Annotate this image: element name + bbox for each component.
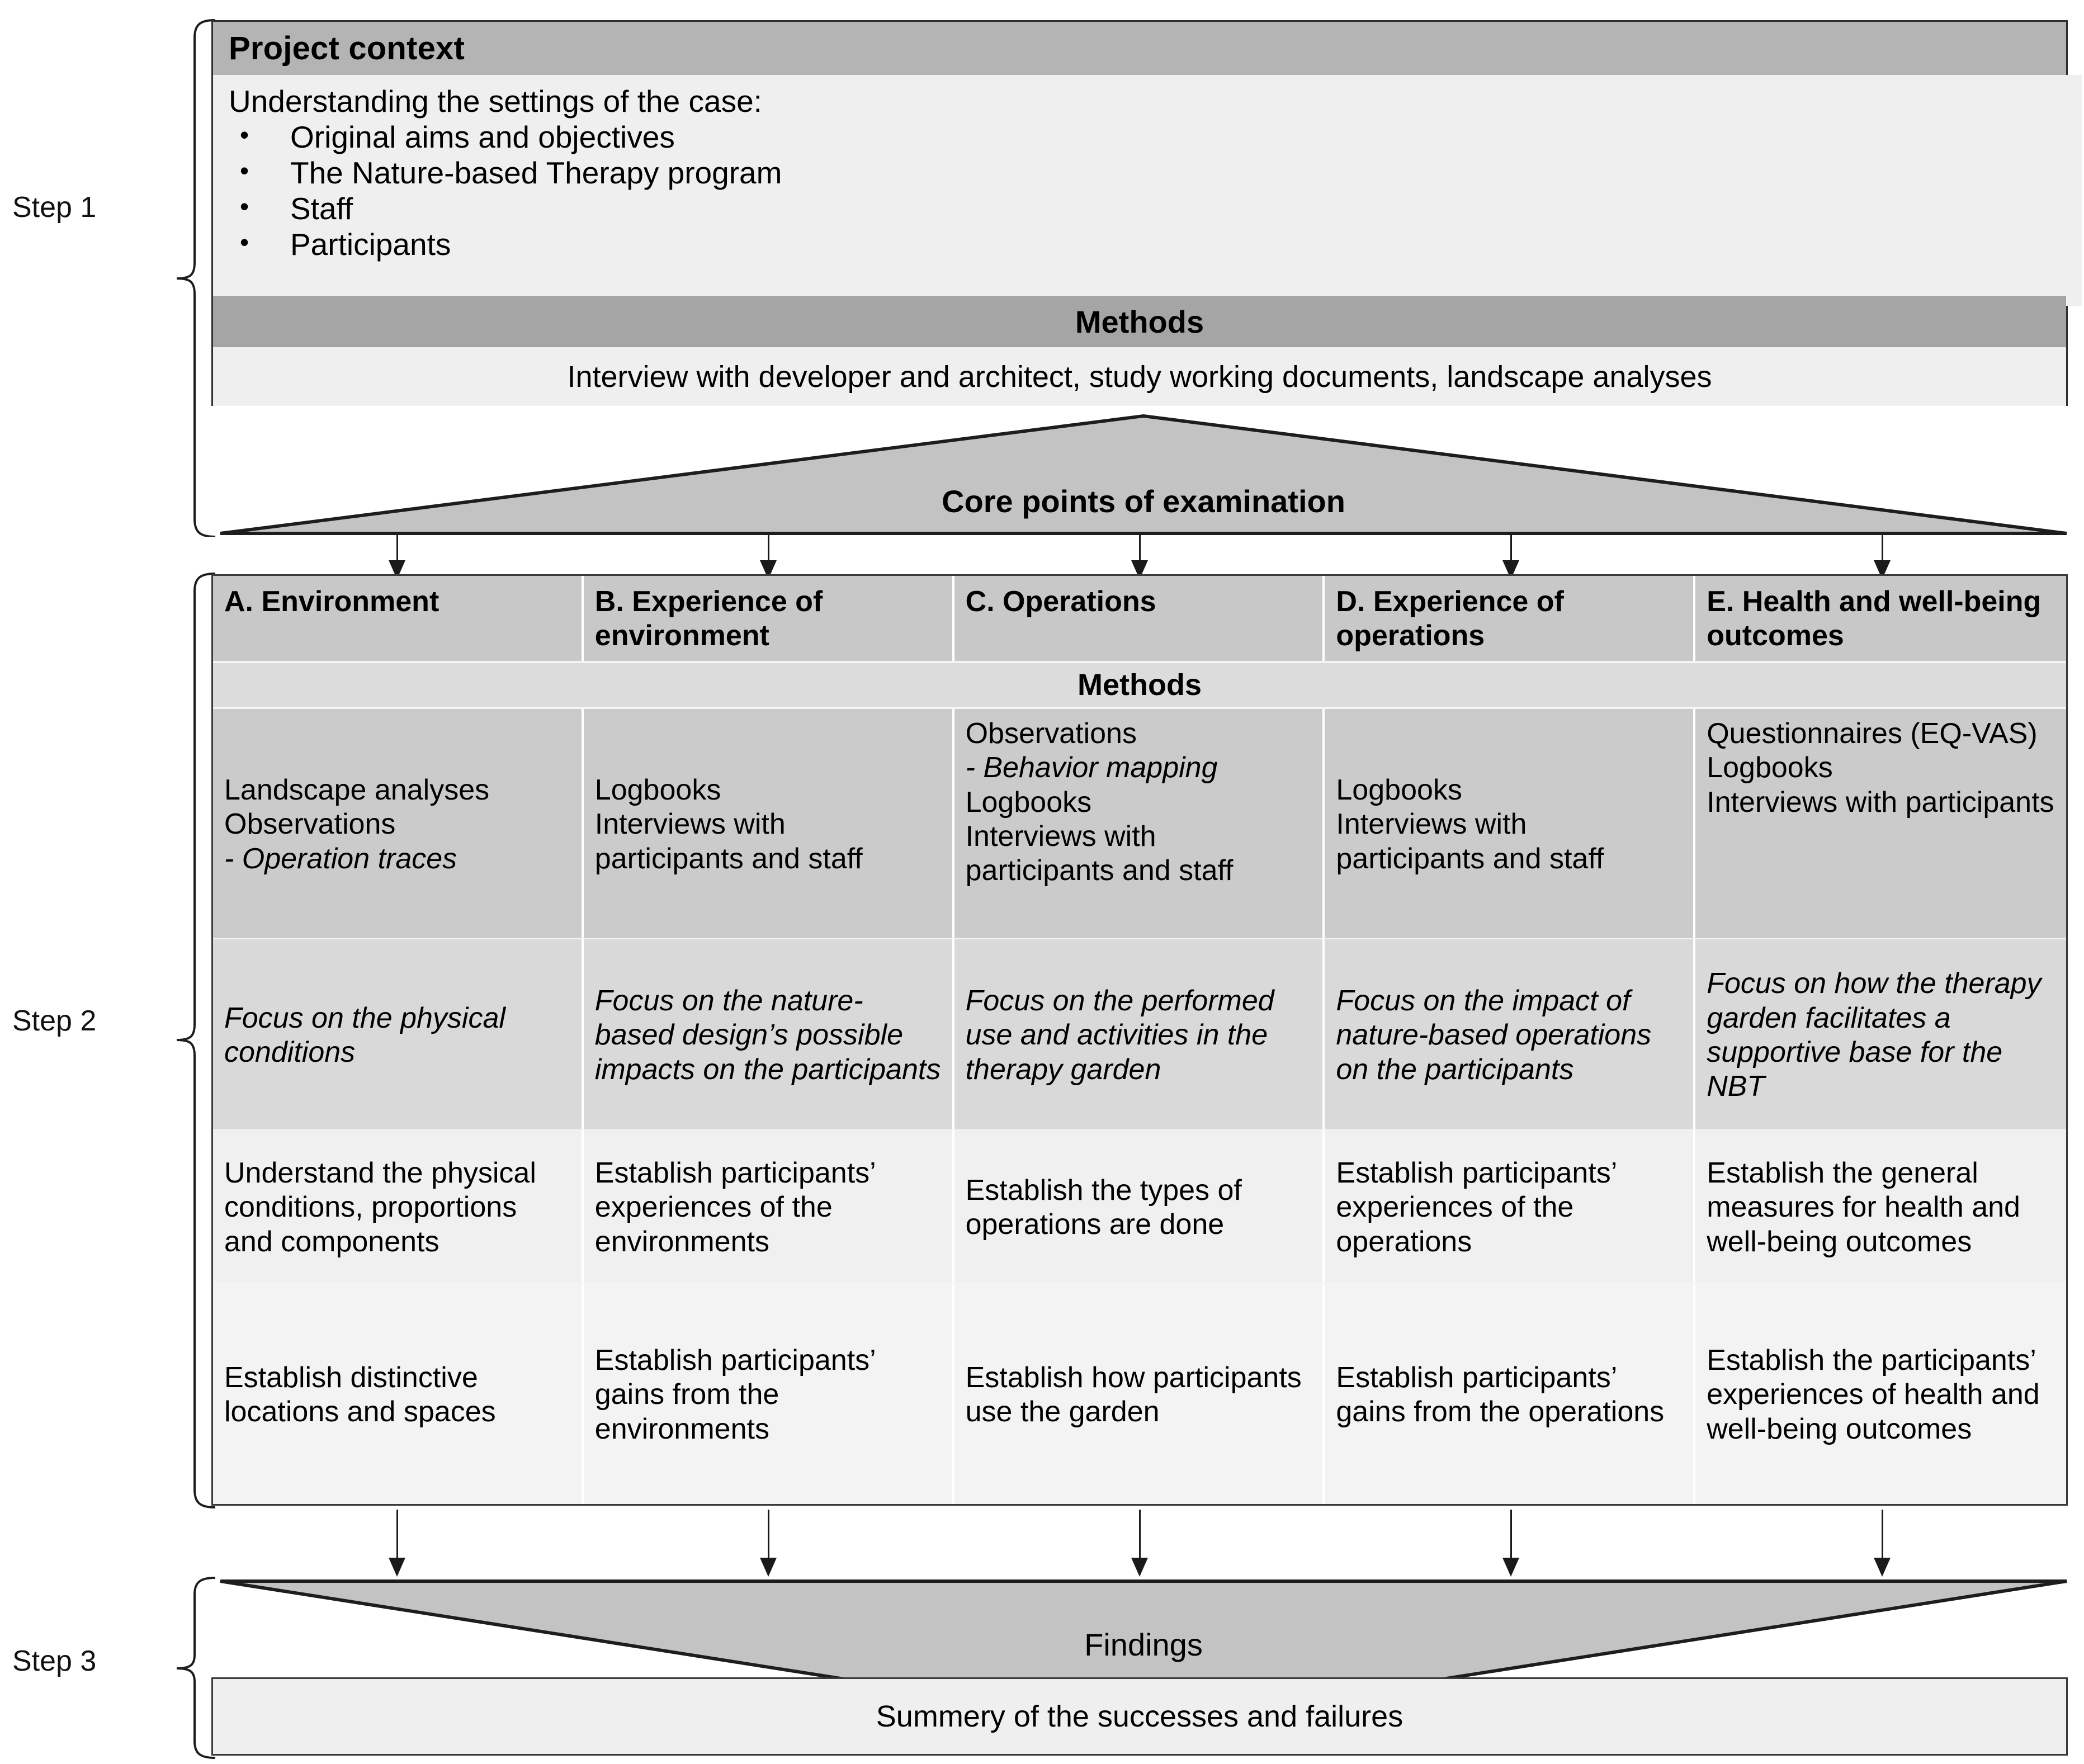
list-item: Original aims and objectives: [229, 119, 2082, 155]
table-cell-aim2-d: Establish participants’ gains from the o…: [1325, 1284, 1696, 1504]
table-cell-aim2-e: Establish the participants’ experiences …: [1695, 1284, 2066, 1504]
arrow-shaft-e: [1882, 534, 1883, 566]
list-item: Staff: [229, 190, 2082, 227]
column-header-b: B. Experience of environment: [583, 576, 954, 661]
step1-methods-body: Interview with developer and architect, …: [213, 347, 2066, 406]
project-context-box: Project context Understanding the settin…: [211, 20, 2082, 406]
table-cell-methods-c: Observations - Behavior mapping Logbooks…: [954, 709, 1325, 938]
summary-text: Summery of the successes and failures: [876, 1700, 1403, 1733]
table-cell-aim1-c: Establish the types of operations are do…: [954, 1131, 1325, 1283]
project-context-title: Project context: [229, 30, 465, 67]
method-line: Interviews with participants and staff: [594, 808, 863, 875]
table-cell-focus-e: Focus on how the therapy garden facilita…: [1695, 939, 2066, 1129]
table-cell-focus-d: Focus on the impact of nature-based oper…: [1325, 939, 1696, 1129]
findings-triangle: Findings: [218, 1578, 2069, 1728]
arrow-shaft-d: [1510, 534, 1512, 566]
project-context-lead: Understanding the settings of the case:: [229, 84, 762, 119]
arrow-shaft-b: [768, 534, 769, 566]
method-line: - Operation traces: [224, 842, 457, 875]
core-points-triangle: Core points of examination: [218, 414, 2069, 536]
column-header-c: C. Operations: [954, 576, 1325, 661]
arrow-shaft-a: [396, 534, 398, 566]
method-line: Logbooks: [965, 786, 1092, 819]
method-line: - Behavior mapping: [965, 751, 1218, 784]
list-item: The Nature-based Therapy program: [229, 154, 2082, 191]
step1-methods-heading: Methods: [1075, 304, 1204, 339]
arrow2-shaft-d: [1510, 1510, 1512, 1559]
table-cell-methods-e: Questionnaires (EQ-VAS) Logbooks Intervi…: [1695, 709, 2066, 938]
table-cell-focus-b: Focus on the nature-based design’s possi…: [583, 939, 954, 1129]
arrow2-head-a: [389, 1558, 405, 1577]
method-line: Questionnaires (EQ-VAS): [1707, 717, 2038, 750]
project-context-body: Understanding the settings of the case: …: [213, 75, 2082, 306]
method-line: Landscape analyses: [224, 773, 490, 806]
core-points-triangle-shape: [220, 414, 2067, 535]
arrow2-head-d: [1502, 1558, 1519, 1577]
list-item: Participants: [229, 226, 2082, 263]
findings-triangle-shape: [220, 1579, 2067, 1728]
arrow2-head-c: [1131, 1558, 1148, 1577]
step-2-bracket: [176, 573, 216, 1508]
table-cell-aim1-a: Understand the physical conditions, prop…: [213, 1131, 584, 1283]
table-methods-row: Landscape analyses Observations - Operat…: [213, 709, 2066, 938]
step-3-bracket: [176, 1577, 216, 1759]
arrow2-shaft-e: [1882, 1510, 1883, 1559]
table-methods-band-label: Methods: [213, 663, 2066, 707]
step1-methods-heading-band: Methods: [213, 296, 2066, 347]
table-cell-aim2-c: Establish how participants use the garde…: [954, 1284, 1325, 1504]
method-line: Interviews with participants and staff: [965, 820, 1234, 887]
method-line: Logbooks: [1707, 751, 1833, 784]
method-line: Interviews with participants: [1707, 786, 2054, 819]
project-context-bullet-list: Original aims and objectives The Nature-…: [229, 119, 2082, 263]
table-methods-band-row: Methods: [213, 663, 2066, 707]
step-1-label: Step 1: [12, 191, 97, 224]
table-header-row: A. Environment B. Experience of environm…: [213, 576, 2066, 661]
step-1-bracket: [176, 19, 216, 537]
method-line: Logbooks: [594, 773, 721, 806]
findings-label: Findings: [1084, 1627, 1203, 1662]
method-line: Observations: [965, 717, 1137, 750]
table-cell-aim2-b: Establish participants’ gains from the e…: [583, 1284, 954, 1504]
table-aim1-row: Understand the physical conditions, prop…: [213, 1131, 2066, 1283]
arrow2-shaft-a: [396, 1510, 398, 1559]
core-points-label: Core points of examination: [942, 484, 1345, 519]
step-2-label: Step 2: [12, 1005, 97, 1037]
method-line: Logbooks: [1336, 773, 1462, 806]
step1-methods-text: Interview with developer and architect, …: [567, 360, 1712, 394]
summary-box: Summery of the successes and failures: [211, 1677, 2068, 1756]
column-header-e: E. Health and well-being outcomes: [1695, 576, 2066, 661]
table-cell-aim1-b: Establish participants’ experiences of t…: [583, 1131, 954, 1283]
table-cell-methods-d: Logbooks Interviews with participants an…: [1325, 709, 1696, 938]
arrow-shaft-c: [1139, 534, 1141, 566]
table-focus-row: Focus on the physical conditions Focus o…: [213, 939, 2066, 1129]
table-cell-aim1-e: Establish the general measures for healt…: [1695, 1131, 2066, 1283]
arrow2-shaft-b: [768, 1510, 769, 1559]
core-points-table: A. Environment B. Experience of environm…: [211, 574, 2068, 1506]
method-line: Interviews with participants and staff: [1336, 808, 1604, 875]
method-line: Observations: [224, 808, 396, 841]
table-cell-aim1-d: Establish participants’ experiences of t…: [1325, 1131, 1696, 1283]
table-cell-methods-a: Landscape analyses Observations - Operat…: [213, 709, 584, 938]
arrow2-shaft-c: [1139, 1510, 1141, 1559]
column-header-d: D. Experience of operations: [1325, 576, 1696, 661]
table-cell-focus-a: Focus on the physical conditions: [213, 939, 584, 1129]
column-header-a: A. Environment: [213, 576, 584, 661]
table-cell-focus-c: Focus on the performed use and activitie…: [954, 939, 1325, 1129]
table-cell-methods-b: Logbooks Interviews with participants an…: [583, 709, 954, 938]
table-aim2-row: Establish distinctive locations and spac…: [213, 1284, 2066, 1504]
project-context-title-band: Project context: [213, 22, 2066, 75]
arrow2-head-b: [760, 1558, 777, 1577]
step-3-label: Step 3: [12, 1645, 97, 1677]
arrow2-head-e: [1874, 1558, 1891, 1577]
table-cell-aim2-a: Establish distinctive locations and spac…: [213, 1284, 584, 1504]
